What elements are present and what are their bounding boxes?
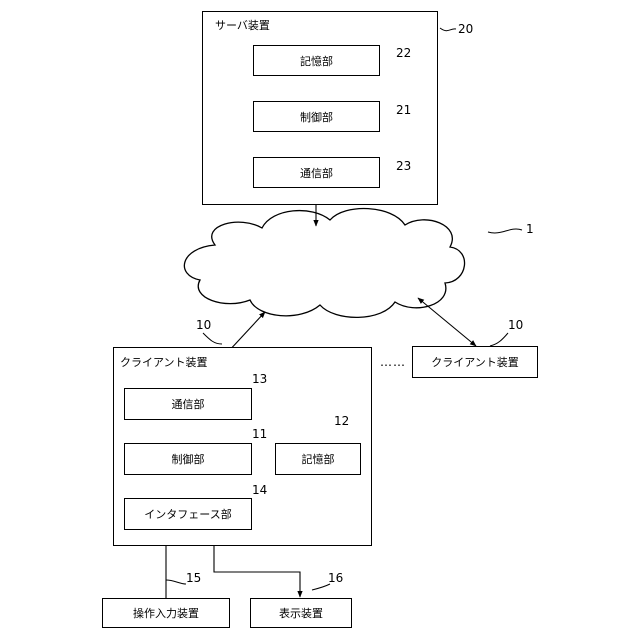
client2-device: クライアント装置 (412, 346, 538, 378)
client-control-unit: 制御部 (124, 443, 252, 475)
client-comm-label: 通信部 (172, 396, 205, 412)
leader-15 (166, 580, 186, 584)
display-device: 表示装置 (250, 598, 352, 628)
client2-label: クライアント装置 (431, 354, 519, 370)
leader-1 (488, 229, 522, 233)
server-control-label: 制御部 (300, 109, 333, 125)
client-interface-unit: インタフェース部 (124, 498, 252, 530)
server-storage-ref: 22 (396, 46, 411, 60)
server-storage-label: 記憶部 (300, 53, 333, 69)
server-comm-unit: 通信部 (253, 157, 380, 188)
client2-ref-label: 10 (508, 318, 523, 332)
leader-20 (440, 28, 456, 31)
arrow-network-client2 (418, 298, 476, 346)
leader-10-right (490, 333, 508, 346)
more-clients-ellipsis: …… (380, 355, 406, 369)
leader-10-left (203, 333, 222, 344)
display-device-ref: 16 (328, 571, 343, 585)
client-comm-ref: 13 (252, 372, 267, 386)
client-comm-unit: 通信部 (124, 388, 252, 420)
input-device-ref: 15 (186, 571, 201, 585)
client-interface-ref: 14 (252, 483, 267, 497)
client-ref-label: 10 (196, 318, 211, 332)
input-device-label: 操作入力装置 (133, 605, 199, 621)
server-control-unit: 制御部 (253, 101, 380, 132)
server-ref-label: 20 (458, 22, 473, 36)
server-comm-ref: 23 (396, 159, 411, 173)
client-control-ref: 11 (252, 427, 267, 441)
client-device-title: クライアント装置 (120, 354, 208, 370)
client-interface-label: インタフェース部 (144, 506, 231, 522)
client-storage-label: 記憶部 (302, 451, 335, 467)
client-storage-ref: 12 (334, 414, 349, 428)
display-device-label: 表示装置 (279, 605, 323, 621)
client-control-label: 制御部 (172, 451, 205, 467)
server-comm-label: 通信部 (300, 165, 333, 181)
client-storage-unit: 記憶部 (275, 443, 361, 475)
server-device-title: サーバ装置 (215, 17, 270, 33)
network-ref-label: 1 (526, 222, 534, 236)
server-control-ref: 21 (396, 103, 411, 117)
input-device: 操作入力装置 (102, 598, 230, 628)
server-storage-unit: 記憶部 (253, 45, 380, 76)
